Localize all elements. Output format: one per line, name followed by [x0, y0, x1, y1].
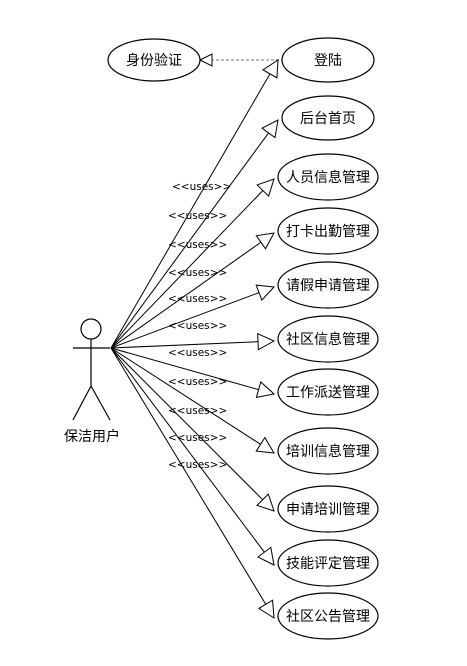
association-arrowhead	[256, 493, 275, 512]
use-case: 申请培训管理	[277, 485, 379, 533]
uses-label: <<uses>>	[168, 376, 227, 388]
actor-label: 保洁用户	[64, 428, 120, 445]
association-line	[110, 347, 261, 445]
use-case-ellipse	[277, 539, 379, 587]
use-cases: 登陆后台首页人员信息管理打卡出勤管理请假申请管理社区信息管理工作派送管理培训信息…	[277, 37, 379, 640]
association-line	[110, 292, 260, 349]
use-case-ellipse	[277, 368, 379, 416]
use-case-label: 后台首页	[300, 111, 356, 127]
use-case-ellipse	[277, 261, 379, 309]
association-line	[110, 347, 264, 501]
actor-right-leg	[90, 385, 111, 421]
uses-label: <<uses>>	[168, 459, 227, 471]
use-case-label: 请假申请管理	[286, 278, 370, 294]
association-line	[110, 190, 264, 349]
association-arrowhead	[257, 546, 275, 566]
uses-label: <<uses>>	[168, 405, 227, 417]
use-case: 技能评定管理	[277, 539, 379, 587]
use-case-label: 技能评定管理	[286, 556, 370, 572]
association-arrowhead	[255, 436, 275, 454]
uses-label: <<uses>>	[172, 181, 231, 193]
actor-left-leg	[72, 385, 92, 421]
association-line	[110, 341, 259, 349]
use-case-ellipse	[281, 37, 375, 83]
use-case: 请假申请管理	[277, 261, 379, 309]
association-line	[110, 347, 267, 605]
use-case-label: 打卡出勤管理	[286, 223, 370, 240]
use-case-ellipse	[277, 207, 379, 255]
use-case-label: 人员信息管理	[286, 169, 370, 186]
use-case: 登陆	[281, 37, 375, 83]
association-line	[110, 241, 262, 349]
use-case-identity-verification: 身份验证	[107, 38, 201, 82]
association-line	[110, 347, 265, 553]
use-case-identity-verification-label: 身份验证	[126, 53, 182, 69]
association-arrowhead	[255, 381, 276, 398]
association-arrowhead	[262, 59, 279, 79]
association-line	[110, 73, 271, 349]
association-line	[110, 347, 259, 391]
use-case-label: 登陆	[314, 53, 342, 69]
association-arrowhead	[255, 232, 275, 250]
association-arrowhead	[255, 284, 276, 302]
association-arrowhead	[257, 599, 275, 619]
auth-dependency	[198, 53, 284, 67]
use-case-label: 社区信息管理	[286, 331, 370, 348]
uses-label: <<uses>>	[168, 293, 227, 305]
uses-label: <<uses>>	[168, 347, 227, 359]
use-case-label: 社区公告管理	[286, 609, 370, 625]
use-case-ellipse	[277, 315, 379, 363]
use-case-label: 培训信息管理	[286, 443, 370, 460]
association-line	[110, 132, 269, 349]
actor-head	[80, 318, 102, 340]
use-case: 后台首页	[281, 95, 375, 141]
use-case: 社区公告管理	[277, 592, 379, 640]
use-case-label: 申请培训管理	[286, 502, 370, 518]
uses-label: <<uses>>	[168, 432, 227, 444]
uses-label: <<uses>>	[168, 239, 227, 251]
use-case: 培训信息管理	[277, 427, 379, 475]
use-case-label: 工作派送管理	[286, 385, 370, 401]
use-case: 工作派送管理	[277, 368, 379, 416]
association-arrowhead	[256, 178, 275, 197]
use-case: 社区信息管理	[277, 315, 379, 363]
use-case: 打卡出勤管理	[277, 207, 379, 255]
uses-label: <<uses>>	[168, 267, 227, 279]
actor-cleaning-user: 保洁用户	[64, 318, 120, 445]
use-case-ellipse	[277, 485, 379, 533]
use-case-ellipse	[277, 592, 379, 640]
uses-label: <<uses>>	[168, 320, 227, 332]
association-lines	[110, 59, 279, 619]
use-case-ellipse	[277, 153, 379, 201]
association-arrowhead	[261, 119, 279, 139]
association-arrowhead	[257, 332, 276, 351]
use-case-ellipse	[277, 427, 379, 475]
use-case-ellipse	[281, 95, 375, 141]
uses-labels: <<uses>> <<uses>> <<uses>> <<uses>> <<uses>>…	[168, 181, 231, 471]
use-case: 人员信息管理	[277, 153, 379, 201]
uses-label: <<uses>>	[168, 210, 227, 222]
